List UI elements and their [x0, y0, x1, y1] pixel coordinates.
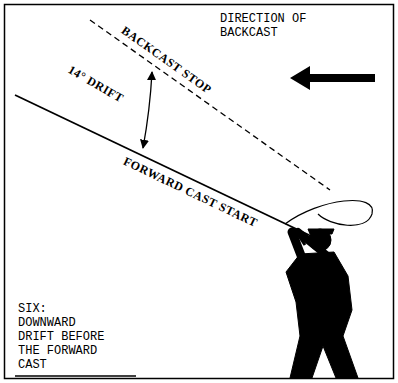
- figure-caption: SIX: DOWNWARD DRIFT BEFORE THE FORWARD C…: [18, 302, 110, 372]
- direction-arrow: [290, 66, 375, 90]
- frame: [5, 5, 394, 379]
- caster-figure: [286, 229, 358, 378]
- drift-arrow: [143, 72, 152, 148]
- caption-underline: [15, 375, 136, 377]
- forward-cast-line: [15, 95, 330, 245]
- fly-line: [285, 201, 372, 226]
- backcast-stop-label: BACKCAST STOP: [118, 23, 213, 96]
- direction-label: DIRECTION OF BACKCAST: [220, 12, 324, 40]
- forward-cast-label: FORWARD CAST START: [121, 154, 260, 230]
- drift-label: 14° DRIFT: [66, 63, 126, 106]
